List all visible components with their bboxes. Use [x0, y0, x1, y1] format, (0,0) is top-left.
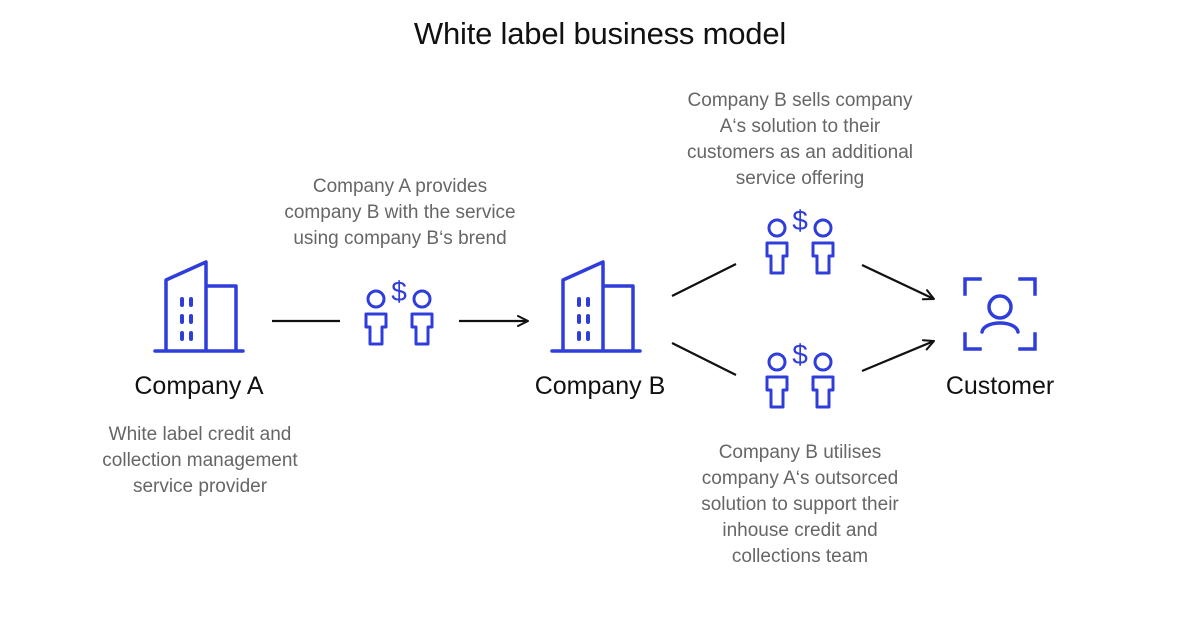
b-internal-caption: Company B utilises company A‘s outsorced…	[650, 440, 950, 570]
b-internal-people-dollar-icon	[765, 337, 835, 409]
company-b-building-icon	[550, 260, 642, 353]
b-to-customer-caption: Company B sells company A‘s solution to …	[650, 88, 950, 192]
company-a-description-line: collection management	[102, 450, 298, 471]
b-internal-caption-line: solution to support their	[701, 494, 899, 515]
company-a-description-line: service provider	[132, 476, 268, 497]
customer-user-focus-icon	[963, 277, 1037, 351]
b-to-customer-people-dollar-icon	[765, 203, 835, 275]
a-to-b-caption-line: Company A provides	[312, 176, 488, 197]
a-to-b-caption: Company A provides company B with the se…	[250, 174, 550, 252]
a-to-b-caption-line: company B with the service	[284, 202, 516, 223]
a-to-b-caption-line: using company B‘s brend	[293, 228, 507, 249]
b-internal-caption-line: Company B utilises	[718, 442, 882, 463]
b-to-customer-caption-line: service offering	[735, 168, 865, 189]
b-internal-caption-line: collections team	[731, 546, 869, 567]
b-to-customer-caption-line: Company B sells company	[687, 90, 913, 111]
b-to-customer-caption-line: A‘s solution to their	[719, 116, 881, 137]
customer-label: Customer	[945, 372, 1055, 400]
upper-exchange-to-customer-arrow	[861, 264, 935, 301]
a-to-b-people-dollar-icon	[364, 274, 434, 346]
company-a-description-line: White label credit and	[108, 424, 292, 445]
b-to-customer-caption-line: customers as an additional	[686, 142, 913, 163]
company-a-label: Company A	[134, 372, 264, 400]
diagram-title: White label business model	[413, 16, 787, 51]
company-b-label: Company B	[534, 372, 666, 400]
lower-exchange-to-customer-arrow	[861, 339, 935, 373]
b-to-upper-exchange-connector	[671, 263, 737, 297]
b-internal-caption-line: company A‘s outsorced	[701, 468, 899, 489]
b-internal-caption-line: inhouse credit and	[722, 520, 878, 541]
company-a-building-icon	[153, 260, 245, 353]
company-a-description: White label credit and collection manage…	[60, 422, 340, 500]
b-to-lower-exchange-connector	[671, 342, 737, 376]
